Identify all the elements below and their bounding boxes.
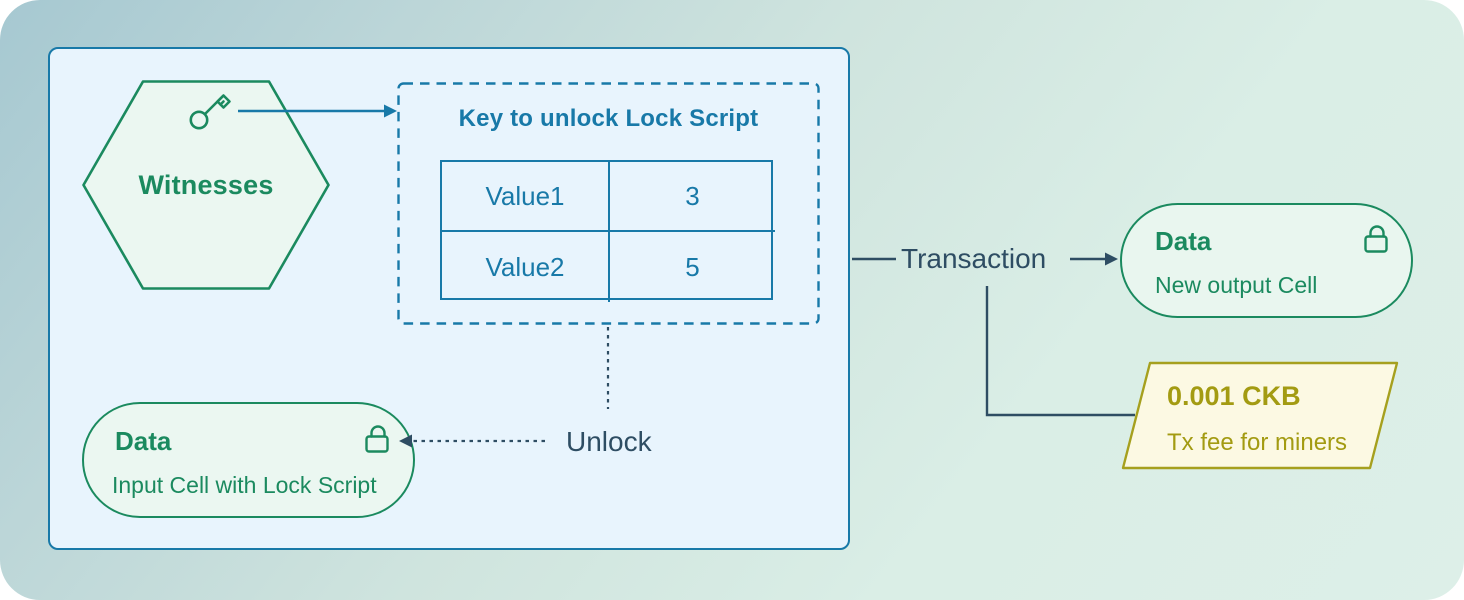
input-lock-icon <box>365 425 389 453</box>
table-cell-value2-value: 5 <box>685 251 700 282</box>
table-cell-value1-value: 3 <box>610 162 775 232</box>
input-cell <box>82 402 415 518</box>
transaction-to-output-arrow <box>1070 252 1118 266</box>
key-icon <box>189 94 231 130</box>
transaction-label: Transaction <box>901 243 1047 274</box>
fee-amount: 0.001 CKB <box>1167 381 1301 411</box>
unlock-label: Unlock <box>566 426 652 457</box>
input-cell-subtitle: Input Cell with Lock Script <box>112 472 377 498</box>
key-box-title: Key to unlock Lock Script <box>458 105 759 132</box>
unlock-values-table: Value1 3 Value2 5 <box>440 160 775 302</box>
input-cell-title: Data <box>115 426 172 456</box>
witnesses-label: Witnesses <box>138 169 274 200</box>
transaction-to-fee-connector <box>985 286 1135 417</box>
witnesses-hexagon <box>82 80 330 290</box>
output-cell-subtitle: New output Cell <box>1155 272 1318 298</box>
output-cell <box>1120 203 1413 318</box>
table-cell-value1-name: Value1 <box>442 162 610 232</box>
key-to-unlock-box <box>397 82 820 325</box>
fee-note: Tx fee for miners <box>1167 429 1348 456</box>
output-cell-title: Data <box>1155 226 1212 256</box>
output-lock-icon <box>1364 225 1388 253</box>
fee-shape <box>1121 361 1399 470</box>
table-cell-value2-name: Value2 <box>442 232 610 302</box>
